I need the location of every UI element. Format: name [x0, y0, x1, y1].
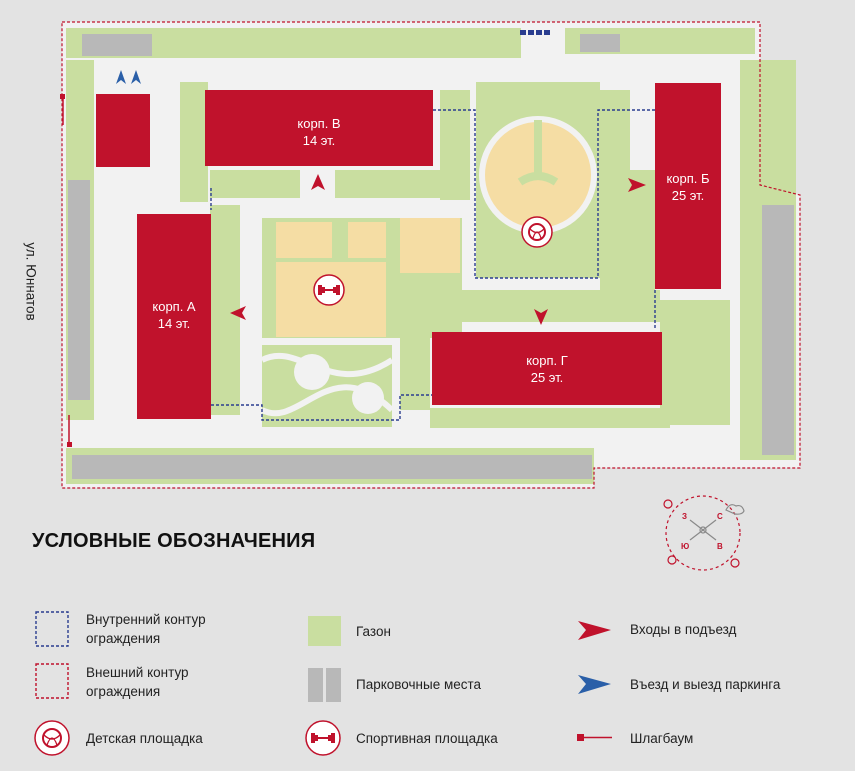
building-g-label: корп. Г 25 эт.	[526, 353, 568, 385]
lawn	[440, 90, 470, 200]
parking-arrow-icon	[116, 70, 126, 84]
legend-barrier-label: Шлагбаум	[630, 731, 694, 746]
parking-kiosk	[520, 30, 550, 35]
sand-area	[400, 218, 460, 273]
parking-arrow-icon	[578, 675, 611, 694]
legend-title: УСЛОВНЫЕ ОБОЗНАЧЕНИЯ	[32, 530, 316, 552]
lawn	[210, 205, 240, 415]
entrance-arrow-icon	[534, 309, 548, 325]
inner-fence-icon	[35, 611, 69, 647]
parking-spaces-bottom	[72, 455, 592, 479]
lawn	[335, 170, 445, 198]
outer-fence-icon	[35, 663, 69, 699]
legend-parking-label: Парковочные места	[356, 677, 482, 692]
legend-entrance-label: Входы в подъезд	[630, 622, 737, 637]
parking-spaces-right	[762, 205, 794, 455]
inner-fence	[210, 109, 656, 421]
street-label: ул. Юннатов	[23, 242, 39, 321]
legend-lawn-label: Газон	[356, 624, 391, 639]
building-v	[205, 90, 433, 166]
sand-area	[276, 222, 332, 258]
barrier-icon	[60, 94, 65, 125]
legend-sport-label: Спортивная площадка	[356, 731, 498, 746]
compass-icon	[663, 495, 745, 571]
building-a	[137, 214, 211, 419]
outer-fence	[61, 21, 801, 489]
compass-south: Ю	[681, 542, 690, 551]
building-v-label: корп. В 14 эт.	[297, 116, 341, 148]
building-a-label: корп. А 14 эт.	[152, 299, 196, 331]
garden-circle	[352, 382, 384, 414]
sand-area	[348, 222, 386, 258]
entrance-arrow-icon	[230, 306, 246, 320]
building-g	[432, 332, 662, 405]
lawn	[180, 82, 208, 202]
legend-garage-label: Въезд и выезд паркинга	[630, 677, 781, 692]
entrance-arrow-icon	[628, 178, 646, 192]
lawn	[210, 170, 300, 198]
entrance-arrow-icon	[311, 174, 325, 190]
parking-arrow-icon	[131, 70, 141, 84]
building-small	[96, 94, 150, 167]
lawn	[430, 408, 670, 428]
building-b	[655, 83, 721, 289]
legend-kids-label: Детская площадка	[86, 731, 203, 746]
lawn	[660, 300, 730, 425]
entrance-arrow-icon	[578, 621, 611, 640]
compass-north: С	[717, 512, 723, 521]
lawn	[430, 290, 660, 322]
lawn-swatch-icon	[308, 616, 341, 646]
lawn	[625, 170, 655, 290]
parking-spaces-top	[82, 34, 620, 56]
compass-west: З	[682, 512, 688, 521]
legend-inner-fence-label: Внутренний контур ограждения	[86, 612, 206, 646]
garden-fountain	[294, 354, 330, 390]
compass-east: В	[717, 542, 723, 551]
parking-spaces-left	[68, 180, 90, 400]
barrier-icon	[577, 734, 612, 741]
building-b-label: корп. Б 25 эт.	[666, 171, 710, 203]
barrier-icon	[67, 415, 72, 447]
playground-path	[517, 120, 559, 186]
legend-outer-fence-label: Внешний контур ограждения	[86, 665, 189, 699]
parking-spaces-icon	[308, 668, 341, 702]
